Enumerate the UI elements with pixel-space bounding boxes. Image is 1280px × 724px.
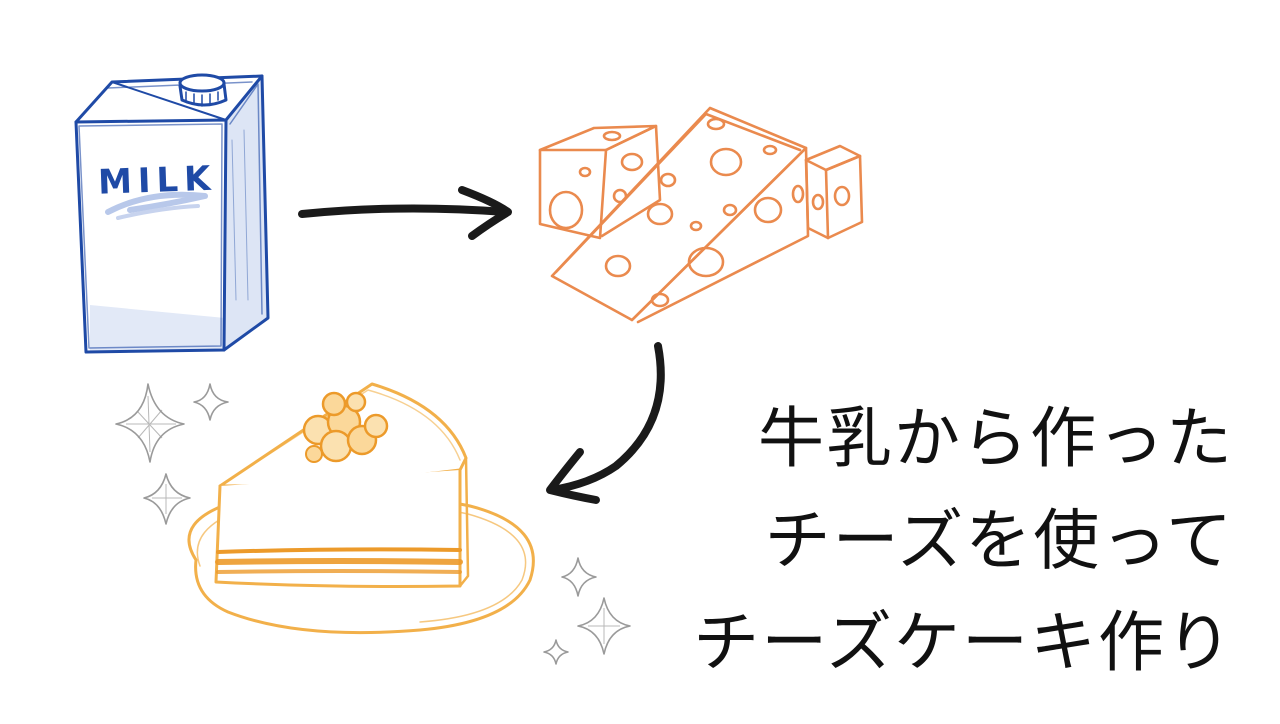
milk-label: MILK xyxy=(97,159,217,203)
arrow-icon xyxy=(298,186,512,240)
caption-line-1: 牛乳から作った xyxy=(758,400,1234,477)
arrow-icon xyxy=(546,342,665,504)
cheesecake-icon xyxy=(187,382,535,635)
cheese-icon xyxy=(538,106,864,324)
caption-text: 牛乳から作った チーズを使って チーズケーキ作り xyxy=(634,388,1234,694)
caption-line-3: チーズケーキ作り xyxy=(693,604,1234,681)
caption-line-2: チーズを使って xyxy=(764,502,1234,579)
milk-carton-icon xyxy=(74,73,270,354)
sparkle-icon xyxy=(115,383,631,665)
